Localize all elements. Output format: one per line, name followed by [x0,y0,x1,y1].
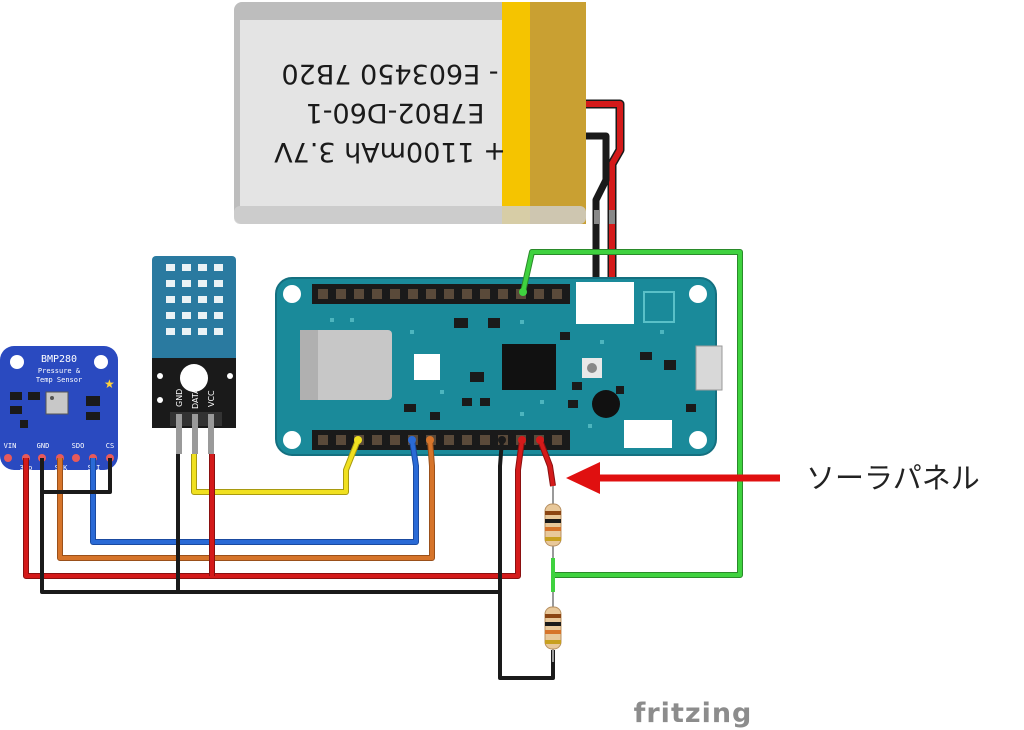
wire-black-divider-gnd [498,439,555,680]
battery-lead-red [586,101,623,290]
battery-tape-yellow [502,2,530,224]
lipo-battery: + 1100mAh 3.7V E7B02-D60-1 - E603450 7B2… [234,2,586,224]
smd-components [404,291,696,420]
battery-bottom-edge [234,206,586,224]
annotation-arrow-head [566,462,600,494]
dht-mount-hole [180,364,208,392]
star-icon: ★ [104,377,115,391]
battery-tape-gold [530,2,586,224]
bmp-title: BMP280 [41,354,77,365]
bmp-pin-label-cs: CS [106,442,114,450]
resistor-top [544,503,562,547]
bmp-pin-label-sdo: SDO [72,442,85,450]
header-bottom [312,430,570,450]
mount-hole-tr [689,285,707,303]
battery-lead-red-tip [609,210,615,224]
board-white-part-1 [414,354,440,380]
wire-black-gnd-bus [40,490,500,594]
mount-hole-br [689,431,707,449]
bmp-pin-label-vin: VIN [4,442,17,450]
battery-lead-black-tip [594,210,600,224]
dht-pin-data [192,414,198,454]
dht-pin-gnd-label: GND [175,389,184,407]
mount-hole-bl [283,431,301,449]
wire-orange [58,439,434,560]
bmp-mount-hole-right [94,355,108,369]
arduino-mkr-board [275,277,723,456]
bmp-subtitle-1: Pressure & [38,367,81,375]
mcu-chip [502,344,556,390]
radio-module [300,330,392,400]
board-white-part-2 [624,420,672,448]
bmp-subtitle-2: Temp Sensor [36,376,82,384]
wire-red-solar-input [538,439,555,487]
crypto-chip [592,390,620,418]
wire-green [521,250,742,577]
mount-hole-tl [283,285,301,303]
wire-red-bus [24,439,524,578]
resistor-bottom [544,606,562,650]
dht-pin-data-label: DATA [191,388,200,409]
battery-text-line2: E7B02-D60-1 [306,97,485,128]
solar-panel-annotation: ソーラパネル [566,461,980,495]
bmp-sensor-chip [45,391,69,415]
dht-pin-gnd [176,414,182,454]
dht-housing [152,256,236,368]
bmp280-sensor: BMP280 Pressure & Temp Sensor ★ VIN GND … [0,346,118,472]
battery-text-line3: - E603450 7B20 [281,58,498,89]
dht-pin-vcc [208,414,214,454]
wire-black-bmp-short [40,458,112,494]
usb-port [695,345,723,391]
bmp-pin-label-gnd: GND [37,442,50,450]
dht-pin-vcc-label: VCC [207,390,216,407]
annotation-label: ソーラパネル [806,461,980,495]
battery-lead-black [586,132,610,290]
bmp-mount-hole-left [10,355,24,369]
battery-connector [576,282,634,324]
wire-yellow [192,439,360,494]
dht-sensor: GND DATA VCC [152,256,236,454]
battery-text-line1: + 1100mAh 3.7V [274,136,506,167]
header-top [312,284,570,304]
bmp-components [10,392,100,428]
fritzing-watermark: fritzing [634,698,753,729]
wire-blue [91,439,418,544]
